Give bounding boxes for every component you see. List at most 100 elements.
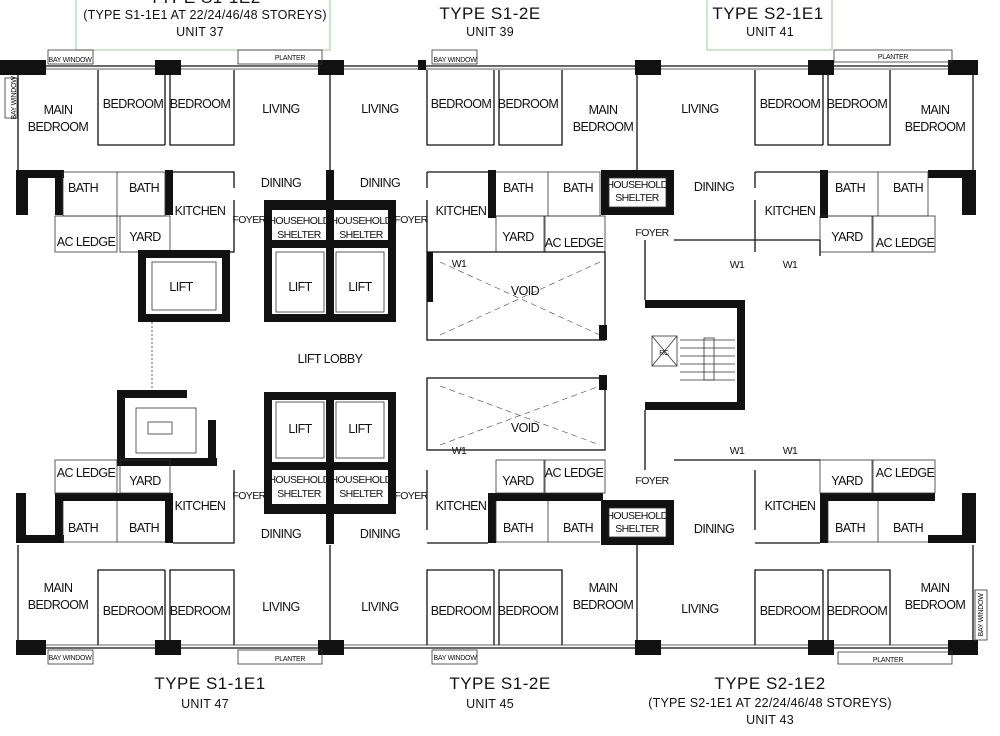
room-label-yard: YARD <box>129 230 161 244</box>
room-label-dining: DINING <box>261 176 301 190</box>
room-label-bedroom: BEDROOM <box>827 604 888 618</box>
room-label-bedroom: BEDROOM <box>498 604 559 618</box>
room-label-foyer: FOYER <box>635 227 669 239</box>
room-label-foyer: FOYER <box>635 475 669 487</box>
room-label-living: LIVING <box>262 102 299 116</box>
room-label-bedroom: BEDROOM <box>827 97 888 111</box>
window-w1-label: W1 <box>452 258 467 270</box>
window-w1-label: W1 <box>452 445 467 457</box>
void-label: VOID <box>511 284 540 298</box>
room-label-ac-ledge: AC LEDGE <box>545 236 604 250</box>
title-frames <box>75 0 833 51</box>
room-label-bedroom: BEDROOM <box>498 97 559 111</box>
window-w1-label: W1 <box>783 259 798 271</box>
room-label-ac-ledge: AC LEDGE <box>57 235 116 249</box>
planter-label: PLANTER <box>275 55 305 62</box>
unit-number: UNIT 43 <box>746 713 794 727</box>
room-label-bath: BATH <box>835 521 866 535</box>
unit-number: UNIT 39 <box>466 25 514 39</box>
room-label-kitchen: KITCHEN <box>175 204 226 218</box>
room-label-ac-ledge: AC LEDGE <box>545 466 604 480</box>
room-label-dining: DINING <box>694 522 734 536</box>
room-label-bath: BATH <box>893 181 924 195</box>
lift-label: LIFT <box>348 422 372 436</box>
room-label-bath: BATH <box>835 181 866 195</box>
room-label-bath: BATH <box>129 521 160 535</box>
room-label-kitchen: KITCHEN <box>436 204 487 218</box>
room-label-bath: BATH <box>563 181 594 195</box>
lift-lobby-label: LIFT LOBBY <box>298 352 364 366</box>
room-label-yard: YARD <box>831 230 863 244</box>
room-label-bath: BATH <box>503 521 534 535</box>
room-label-living: LIVING <box>361 102 398 116</box>
window-w1-label: W1 <box>730 259 745 271</box>
room-label-bedroom: BEDROOM <box>760 97 821 111</box>
room-label-foyer: FOYER <box>232 490 266 502</box>
unit-titles: TYPE S1-1E2 (TYPE S1-1E1 AT 22/24/46/48 … <box>83 0 891 727</box>
unit-type-title: TYPE S1-1E2 <box>149 0 260 7</box>
annotations: BAY WINDOW BAY WINDOW BAY WINDOW PLANTER… <box>11 54 985 664</box>
lift-label: LIFT <box>169 280 193 294</box>
unit-type-title: TYPE S2-1E1 <box>712 4 823 23</box>
unit-number: UNIT 45 <box>466 697 514 711</box>
bay-window-label: BAY WINDOW <box>11 76 18 120</box>
room-label-foyer: FOYER <box>394 490 428 502</box>
unit-type-title: TYPE S1-1E1 <box>154 674 265 693</box>
room-label-yard: YARD <box>831 474 863 488</box>
unit-type-title: TYPE S1-2E <box>439 4 540 23</box>
planter-label: PLANTER <box>275 656 305 663</box>
room-label-yard: YARD <box>502 474 534 488</box>
room-label-bath: BATH <box>563 521 594 535</box>
room-label-dining: DINING <box>360 527 400 541</box>
planter-label: PLANTER <box>878 54 908 61</box>
unit-type-title: TYPE S2-1E2 <box>714 674 825 693</box>
bay-window-label: BAY WINDOW <box>433 57 477 64</box>
unit-type-note: (TYPE S1-1E1 AT 22/24/46/48 STOREYS) <box>83 8 326 22</box>
unit-number: UNIT 37 <box>176 25 224 39</box>
room-label-kitchen: KITCHEN <box>765 204 816 218</box>
room-label-living: LIVING <box>361 600 398 614</box>
unit-type-note: (TYPE S2-1E1 AT 22/24/46/48 STOREYS) <box>648 696 891 710</box>
top-wing-walls <box>0 49 978 300</box>
room-label-dining: DINING <box>360 176 400 190</box>
room-label-bedroom: BEDROOM <box>170 97 231 111</box>
room-label-kitchen: KITCHEN <box>765 499 816 513</box>
room-label-living: LIVING <box>262 600 299 614</box>
room-label-bath: BATH <box>893 521 924 535</box>
core-labels: LIFT LIFT LIFT VOID W1 W1 W1 LIFT LOBBY … <box>169 258 798 457</box>
room-label-kitchen: KITCHEN <box>436 499 487 513</box>
unit-type-title: TYPE S1-2E <box>449 674 550 693</box>
room-label-living: LIVING <box>681 602 718 616</box>
unit-number: UNIT 41 <box>746 25 794 39</box>
room-label-bedroom: BEDROOM <box>103 97 164 111</box>
planter-label: PLANTER <box>873 657 903 664</box>
room-label-ac-ledge: AC LEDGE <box>876 466 935 480</box>
room-label-bath: BATH <box>129 181 160 195</box>
room-label-bedroom: BEDROOM <box>431 97 492 111</box>
room-label-ac-ledge: AC LEDGE <box>876 236 935 250</box>
room-label-ac-ledge: AC LEDGE <box>57 466 116 480</box>
lift-label: LIFT <box>348 280 372 294</box>
room-label-bedroom: BEDROOM <box>431 604 492 618</box>
room-label-living: LIVING <box>681 102 718 116</box>
unit-number: UNIT 47 <box>181 697 229 711</box>
lift-label: LIFT <box>288 280 312 294</box>
room-label-yard: YARD <box>129 474 161 488</box>
core-walls <box>117 170 745 544</box>
room-label-dining: DINING <box>694 180 734 194</box>
bay-window-label: BAY WINDOW <box>433 655 477 662</box>
